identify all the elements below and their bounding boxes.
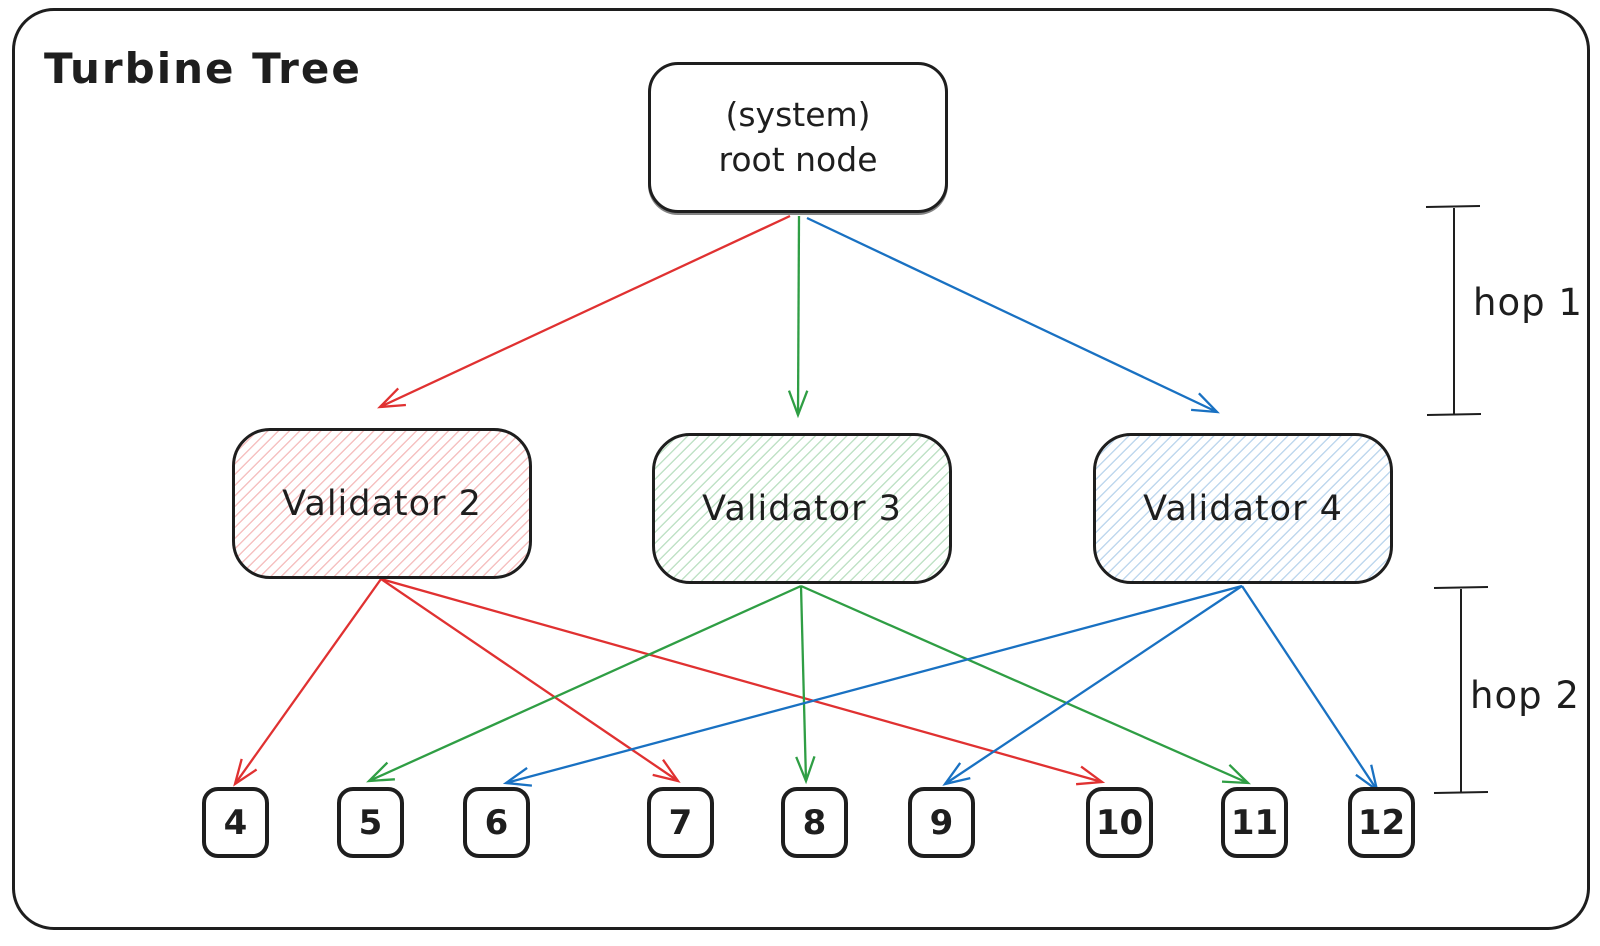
validator-4-node[interactable]: Validator 4 [1093, 433, 1393, 584]
leaf-node-8[interactable]: 8 [781, 787, 848, 858]
leaf-10-label: 10 [1095, 802, 1144, 843]
leaf-9-label: 9 [929, 802, 954, 843]
diagram-title: Turbine Tree [44, 44, 362, 93]
leaf-5-label: 5 [358, 802, 383, 843]
leaf-6-label: 6 [484, 802, 509, 843]
leaf-node-11[interactable]: 11 [1221, 787, 1288, 858]
leaf-node-10[interactable]: 10 [1086, 787, 1153, 858]
hop-1-label: hop 1 [1473, 281, 1583, 324]
leaf-4-label: 4 [223, 802, 248, 843]
leaf-node-9[interactable]: 9 [908, 787, 975, 858]
root-node[interactable]: (system) root node [648, 62, 948, 213]
root-node-label-line1: (system) [725, 94, 871, 134]
leaf-node-4[interactable]: 4 [202, 787, 269, 858]
validator-2-label: Validator 2 [282, 483, 482, 524]
validator-2-node[interactable]: Validator 2 [232, 428, 532, 579]
leaf-11-label: 11 [1230, 802, 1279, 843]
validator-3-node[interactable]: Validator 3 [652, 433, 952, 584]
leaf-node-7[interactable]: 7 [647, 787, 714, 858]
hop-2-label: hop 2 [1470, 674, 1580, 717]
leaf-12-label: 12 [1357, 802, 1406, 843]
diagram-border-frame [12, 8, 1590, 930]
validator-4-label: Validator 4 [1143, 488, 1343, 529]
leaf-8-label: 8 [802, 802, 827, 843]
leaf-node-5[interactable]: 5 [337, 787, 404, 858]
leaf-7-label: 7 [668, 802, 693, 843]
validator-3-label: Validator 3 [702, 488, 902, 529]
leaf-node-6[interactable]: 6 [463, 787, 530, 858]
root-node-label-line2: root node [718, 139, 878, 179]
leaf-node-12[interactable]: 12 [1348, 787, 1415, 858]
